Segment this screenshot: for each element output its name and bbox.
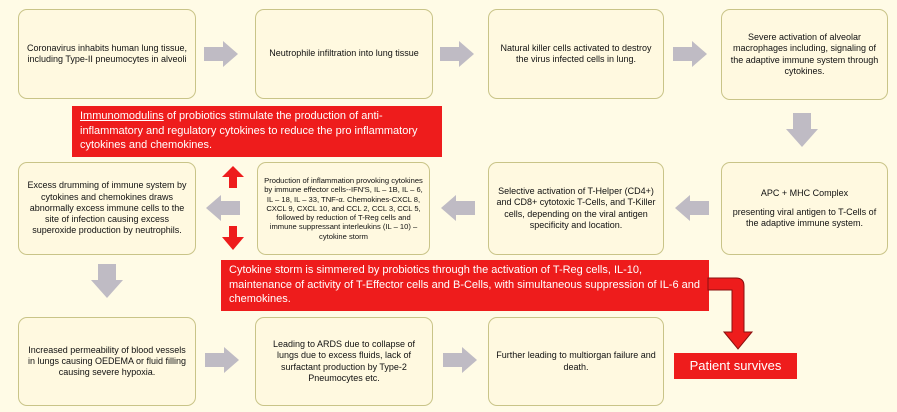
box-excess-drumming: Excess drumming of immune system by cyto… [18,162,196,255]
note-cytokine-storm: Cytokine storm is simmered by probiotics… [221,260,709,311]
box-text: Neutrophile infiltration into lung tissu… [269,48,419,59]
note-text: of probiotics stimulate the production o… [80,110,418,152]
arrow-right-icon [440,41,474,67]
box-coronavirus-inhabits: Coronavirus inhabits human lung tissue, … [18,9,196,99]
double-arrow-up-down-icon [222,166,244,250]
box-multiorgan-failure: Further leading to multiorgan failure an… [488,317,664,406]
box-text: presenting viral antigen to T-Cells of t… [732,206,877,229]
box-text: Production of inflammation provoking cyt… [264,176,423,241]
box-text: Natural killer cells activated to destro… [500,42,652,64]
box-text: Leading to ARDS due to collapse of lungs… [272,339,416,383]
box-text: Coronavirus inhabits human lung tissue, … [26,42,188,64]
arrow-left-icon [675,195,709,221]
box-increased-permeability: Increased permeability of blood vessels … [18,317,196,406]
arrow-right-icon [204,41,238,67]
box-text: Selective activation of T-Helper (CD4+) … [496,186,656,230]
arrow-right-icon [443,347,477,373]
box-text: Severe activation of alveolar macrophage… [730,32,879,76]
box-text: Increased permeability of blood vessels … [27,344,187,378]
box-alveolar-macrophages: Severe activation of alveolar macrophage… [721,9,888,100]
arrow-right-icon [205,347,239,373]
box-t-cell-activation: Selective activation of T-Helper (CD4+) … [488,162,664,255]
outcome-text: Patient survives [689,358,782,374]
immunomodulins-link: Immunomodulins [80,110,164,122]
bent-arrow-icon [707,277,754,350]
arrow-right-icon [673,41,707,67]
arrow-down-icon [786,113,818,147]
arrow-left-icon [441,195,475,221]
box-apc-mhc-complex: APC + MHC Complex presenting viral antig… [721,162,888,255]
box-natural-killer-cells: Natural killer cells activated to destro… [488,9,664,99]
box-neutrophile-infiltration: Neutrophile infiltration into lung tissu… [255,9,433,99]
note-text: Cytokine storm is simmered by probiotics… [229,264,700,306]
box-ards: Leading to ARDS due to collapse of lungs… [255,317,433,406]
box-cytokine-production: Production of inflammation provoking cyt… [257,162,430,255]
box-text: Excess drumming of immune system by cyto… [27,180,187,236]
arrow-left-icon [206,195,240,221]
box-title: APC + MHC Complex [760,187,849,198]
note-immunomodulins: Immunomodulins of probiotics stimulate t… [72,106,442,157]
box-text: Further leading to multiorgan failure an… [496,350,656,372]
arrow-down-icon [91,264,123,298]
outcome-patient-survives: Patient survives [674,353,797,379]
